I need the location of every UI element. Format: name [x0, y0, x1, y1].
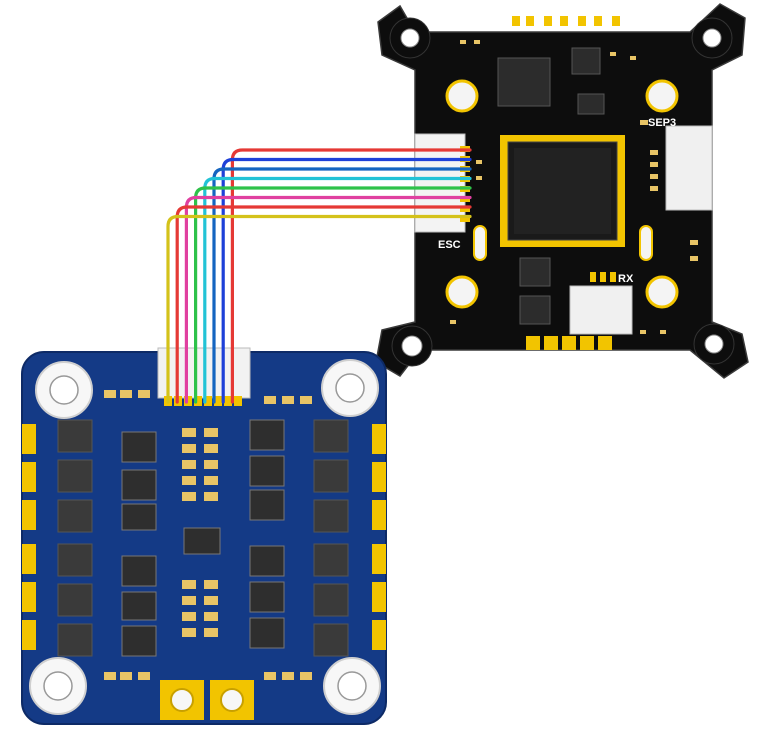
- esc-driver-chips: [121, 419, 285, 657]
- fc-inner-holes: [445, 79, 679, 309]
- fc-chip-small-2: [519, 257, 551, 287]
- fc-side-connector: [665, 125, 713, 211]
- fc-gyro-chip: [497, 57, 551, 107]
- fc-mcu-chip: [500, 135, 625, 247]
- esc-4in1-board: [21, 347, 387, 725]
- signal-wire-bundle: [166, 148, 472, 404]
- fc-sbus-label: SEP3: [648, 117, 676, 129]
- fc-rx-pads: [590, 272, 616, 282]
- esc-mosfets: [57, 419, 349, 657]
- fc-smd-components: [450, 40, 698, 334]
- fc-esc-label: ESC: [438, 239, 461, 251]
- fc-chip-small-1: [571, 47, 601, 75]
- flight-controller-board: ESC RX SEP3: [375, 3, 749, 379]
- esc-mount-holes: [29, 359, 381, 715]
- fc-rx-label: RX: [618, 273, 634, 285]
- esc-mcu-chip: [183, 527, 221, 555]
- fc-chip-small-3: [519, 295, 551, 325]
- esc-motor-pads: [22, 424, 386, 650]
- yellow-wire: [166, 214, 472, 404]
- esc-battery-pads: [160, 680, 254, 720]
- esc-passive-components: [104, 390, 312, 680]
- fc-rx-connector: [569, 285, 633, 335]
- fc-bottom-pads: [526, 336, 612, 350]
- fc-chip-small-4: [577, 93, 605, 115]
- fc-top-pads: [512, 16, 620, 26]
